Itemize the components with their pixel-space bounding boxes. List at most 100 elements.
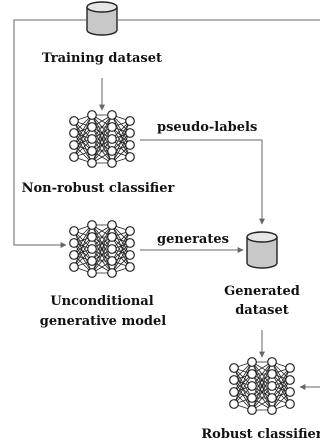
generated-dataset-label-line2: dataset [235,303,289,318]
network-neuron [125,116,135,126]
network-edge [73,236,93,268]
generates-label: generates [157,232,229,247]
generative-model-label-line1: Unconditional [50,294,153,309]
network-edge [271,379,291,411]
network-edge [73,224,93,268]
network-edge [251,373,273,411]
network-neuron [107,220,117,230]
network-edge [91,224,113,250]
network-neuron [107,134,117,144]
generated-dataset-label-line1: Generated [224,284,300,299]
network-edge [233,361,253,393]
pseudo-labels-label: pseudo-labels [157,120,257,135]
network-neuron [125,140,135,150]
network-neuron [247,405,257,415]
network-neuron [69,128,79,138]
database-icon [86,1,118,36]
network-edge [91,224,113,274]
network-neuron [87,110,97,120]
network-neuron [69,152,79,162]
network-edge [111,132,131,164]
network-neuron [125,238,135,248]
network-edge [91,114,113,140]
network-edge [111,120,131,164]
network-neuron [267,393,277,403]
network-neuron [107,256,117,266]
network-neuron [285,387,295,397]
neural-network-icon [69,110,135,168]
network-neuron [69,226,79,236]
network-edge [233,373,253,405]
network-neuron [107,110,117,120]
network-neuron [107,268,117,278]
network-neuron [69,116,79,126]
network-neuron [247,393,257,403]
network-neuron [267,357,277,367]
network-edge [73,224,93,256]
network-neuron [229,399,239,409]
generative-model-node: Unconditional generative model [40,220,166,329]
network-neuron [87,134,97,144]
network-edge [111,120,131,152]
network-edge [73,126,93,158]
network-neuron [69,140,79,150]
network-neuron [125,226,135,236]
network-edge [91,248,113,274]
network-neuron [125,250,135,260]
non-robust-classifier-label: Non-robust classifier [22,181,175,196]
generated-dataset-node: Generated dataset [224,231,300,318]
network-neuron [87,146,97,156]
network-edge [91,236,113,274]
network-neuron [125,152,135,162]
network-neuron [87,122,97,132]
network-neuron [267,369,277,379]
network-edge [251,361,273,411]
connectors [13,19,320,390]
network-neuron [87,256,97,266]
network-edge [233,361,253,405]
network-neuron [247,381,257,391]
network-edge [91,114,113,152]
network-edge [91,126,113,164]
network-edge [251,385,273,411]
non-robust-classifier-node: Non-robust classifier [22,110,175,196]
network-edge [111,230,131,274]
network-neuron [247,369,257,379]
network-neuron [107,146,117,156]
network-neuron [107,158,117,168]
generative-model-label-line2: generative model [40,314,166,329]
network-neuron [87,220,97,230]
network-edge [91,138,113,164]
network-neuron [125,128,135,138]
network-neuron [285,375,295,385]
network-neuron [69,250,79,260]
network-neuron [285,363,295,373]
network-neuron [87,158,97,168]
network-edge [271,367,291,411]
network-edge [91,224,113,262]
network-neuron [229,363,239,373]
network-neuron [87,268,97,278]
network-edge [91,114,113,164]
neural-network-icon [69,220,135,278]
network-neuron [267,381,277,391]
robust-classifier-label: Robust classifier [201,427,320,442]
network-neuron [87,232,97,242]
network-neuron [87,244,97,254]
network-neuron [107,122,117,132]
network-neuron [107,244,117,254]
network-edge [73,114,93,146]
network-neuron [229,375,239,385]
network-neuron [69,238,79,248]
robust-classifier-node: Robust classifier [201,357,320,442]
network-neuron [125,262,135,272]
network-neuron [229,387,239,397]
network-edge [111,230,131,262]
network-neuron [69,262,79,272]
network-edge [271,367,291,399]
network-neuron [267,405,277,415]
pseudo-labels-arrow [140,139,265,225]
neural-network-icon [229,357,295,415]
training-to-generator-connector [13,19,86,248]
